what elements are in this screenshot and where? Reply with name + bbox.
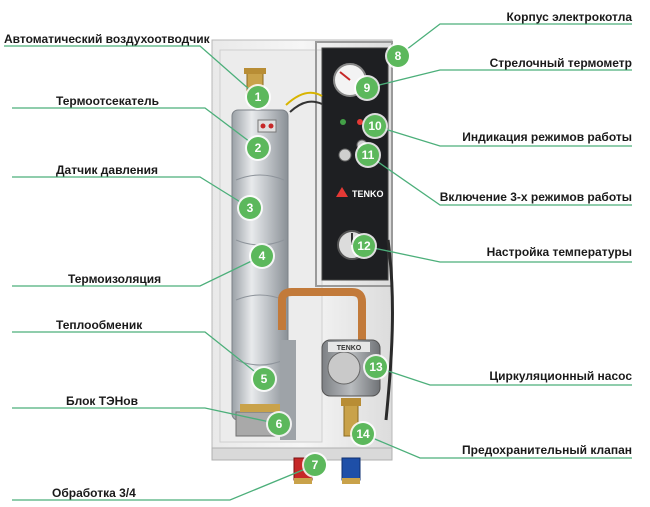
thermal-cutoff-pin — [260, 123, 266, 129]
callout-badge-11: 11 — [357, 144, 379, 166]
outlet-fitting — [294, 478, 312, 484]
callout-label-12: Настройка температуры — [486, 245, 632, 259]
callout-label-6: Блок ТЭНов — [66, 394, 138, 408]
callout-label-10: Индикация режимов работы — [462, 130, 632, 144]
indicator-led-red — [357, 119, 363, 125]
panel-brand-label: TENKO — [352, 189, 384, 199]
copper-pipe — [278, 288, 366, 340]
leader-line-6 — [12, 407, 280, 425]
callout-badge-5: 5 — [253, 368, 275, 390]
callout-badge-14: 14 — [352, 423, 374, 445]
tenko-logo-icon — [336, 187, 348, 197]
callout-label-7: Обработка 3/4 — [52, 486, 136, 500]
callout-label-5: Теплообменик — [56, 318, 143, 332]
leader-line-8 — [397, 23, 632, 57]
callout-badge-3: 3 — [239, 197, 261, 219]
thermal-cutoff — [257, 119, 277, 133]
leader-line-5 — [12, 331, 265, 380]
callout-badge-9: 9 — [356, 77, 378, 99]
mode-switch-knob — [338, 148, 352, 162]
callout-label-13: Циркуляционный насос — [489, 369, 632, 383]
callout-badge-12: 12 — [353, 235, 375, 257]
leader-line-14 — [362, 433, 632, 459]
wires — [285, 91, 323, 106]
thermometer-needle — [339, 71, 351, 81]
leader-line-4 — [12, 255, 263, 287]
callout-label-8: Корпус электрокотла — [506, 10, 632, 24]
leader-line-12 — [363, 245, 632, 263]
leader-line-10 — [374, 125, 632, 147]
control-panel-frame — [315, 41, 393, 287]
callout-badge-8: 8 — [387, 45, 409, 67]
leader-lines — [4, 23, 632, 501]
blue-outlet-pipe — [341, 457, 361, 481]
callout-label-4: Термоизоляция — [68, 272, 162, 286]
indicator-led-green — [340, 119, 346, 125]
safety-valve-cap — [341, 398, 361, 406]
cable-right — [384, 239, 394, 421]
callout-label-1: Автоматический воздухоотводчик — [4, 32, 210, 46]
pump-brand-label: TENKO — [337, 345, 362, 352]
callout-label-2: Термоотсекатель — [56, 94, 159, 108]
callout-label-14: Предохранительный клапан — [462, 443, 632, 457]
leader-line-7 — [12, 464, 316, 501]
callout-badge-4: 4 — [251, 245, 273, 267]
leader-line-9 — [366, 69, 632, 89]
leader-line-11 — [367, 154, 632, 206]
callout-badge-1: 1 — [247, 86, 269, 108]
pump-label-plate — [328, 342, 370, 352]
heating-element-terminals — [240, 404, 280, 412]
callout-badge-7: 7 — [304, 454, 326, 476]
leader-line-1 — [4, 45, 259, 98]
outlet-fitting-2 — [342, 478, 360, 484]
callout-badge-13: 13 — [365, 356, 387, 378]
pump-face — [327, 351, 361, 385]
thermal-cutoff-pin-2 — [268, 123, 274, 129]
callout-label-3: Датчик давления — [56, 163, 159, 177]
wires-2 — [289, 100, 323, 113]
leader-line-13 — [375, 366, 632, 386]
leader-line-3 — [12, 176, 251, 209]
air-vent-cap — [244, 68, 266, 74]
callout-label-9: Стрелочный термометр — [489, 56, 632, 70]
callout-badge-2: 2 — [247, 137, 269, 159]
callout-badge-10: 10 — [364, 115, 386, 137]
callout-badge-6: 6 — [268, 413, 290, 435]
leader-line-2 — [12, 107, 259, 149]
callout-label-11: Включение 3-х режимов работы — [439, 190, 632, 204]
